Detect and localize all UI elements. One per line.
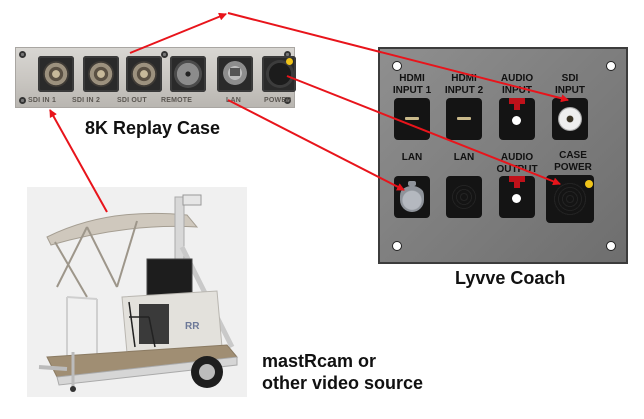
chair-shape <box>128 301 156 348</box>
hdmi-connector-icon <box>405 117 419 120</box>
audio-input-port <box>499 98 535 140</box>
lan-1-port <box>394 176 430 218</box>
sdi-out-port <box>126 56 162 92</box>
screw-icon <box>19 51 26 58</box>
coach-label-audio-output: AUDIO OUTPUT <box>486 152 548 176</box>
port-label-sdi-in-1: SDI IN 1 <box>28 97 57 104</box>
canopy-frame <box>54 220 138 298</box>
wheel-hub <box>199 364 215 380</box>
camera-head-shape <box>182 194 202 206</box>
video-source-caption: mastRcam or other video source <box>262 350 423 394</box>
label-line: CASE <box>559 150 587 161</box>
monitor-shape <box>146 258 193 296</box>
lan-port <box>217 56 253 92</box>
ethercon-connector-icon <box>400 181 424 212</box>
caption-line-1: mastRcam or <box>262 351 377 371</box>
screw-icon <box>19 97 26 104</box>
port-label-lan: LAN <box>226 97 241 104</box>
xlr-socket-icon <box>512 194 521 203</box>
lan-2-port <box>446 176 482 218</box>
audio-output-port <box>499 176 535 218</box>
mounting-hole-icon <box>606 241 616 251</box>
rj45-connector-icon <box>223 61 247 85</box>
mounting-hole-icon <box>606 61 616 71</box>
port-label-remote: REMOTE <box>161 97 193 104</box>
remote-socket-icon <box>174 60 202 88</box>
trailer-illustration: RR <box>38 194 238 392</box>
jack-wheel <box>70 386 76 392</box>
replay-case-title: 8K Replay Case <box>85 118 221 138</box>
hdmi-input-2-port <box>446 98 482 140</box>
label-line: AUDIO <box>500 152 534 163</box>
port-label-sdi-out: SDI OUT <box>117 97 147 104</box>
power-indicator-dot <box>585 180 593 188</box>
xlr-socket-icon <box>512 116 521 125</box>
powercon-connector-icon <box>552 181 588 217</box>
port-label-power: POWER <box>264 97 292 104</box>
logo-mark: RR <box>185 321 200 332</box>
sdi-input-port <box>552 98 588 140</box>
label-line: OUTPUT <box>496 164 538 175</box>
mounting-hole-icon <box>392 61 402 71</box>
bnc-connector-icon <box>43 61 69 87</box>
blank-connector-icon <box>450 183 478 211</box>
label-line: INPUT <box>555 85 585 96</box>
mastrcam-trailer-photo: RR <box>27 187 247 397</box>
caption-line-2: other video source <box>262 373 424 393</box>
label-line: SDI <box>561 73 579 84</box>
coach-label-sdi-input: SDI INPUT <box>539 73 601 97</box>
cabinet-shape <box>121 290 223 354</box>
sdi-in-1-port <box>38 56 74 92</box>
hdmi-input-1-port <box>394 98 430 140</box>
replay-case-panel: SDI IN 1 SDI IN 2 SDI OUT REMOTE LAN POW… <box>15 47 296 108</box>
hitch-shape <box>38 365 68 371</box>
xlr-latch-icon <box>509 98 525 110</box>
port-label-sdi-in-2: SDI IN 2 <box>72 97 101 104</box>
screw-icon <box>161 51 168 58</box>
frame-shape <box>56 356 238 386</box>
power-indicator-dot <box>286 58 293 65</box>
railing <box>66 296 98 362</box>
lyvve-coach-panel: HDMI INPUT 1 HDMI INPUT 2 AUDIO INPUT SD… <box>378 47 628 264</box>
bnc-connector-icon <box>558 107 582 131</box>
coach-label-case-power: CASE POWER <box>542 150 604 174</box>
cabinet-door <box>139 304 169 344</box>
bnc-connector-icon <box>131 61 157 87</box>
bnc-connector-icon <box>88 61 114 87</box>
label-line: POWER <box>554 162 592 173</box>
xlr-latch-icon <box>509 176 525 188</box>
remote-port <box>170 56 206 92</box>
canopy-shape <box>46 212 199 246</box>
mounting-hole-icon <box>392 241 402 251</box>
hdmi-connector-icon <box>457 117 471 120</box>
case-power-port <box>546 175 594 223</box>
sdi-in-2-port <box>83 56 119 92</box>
lyvve-coach-title: Lyvve Coach <box>455 268 566 288</box>
